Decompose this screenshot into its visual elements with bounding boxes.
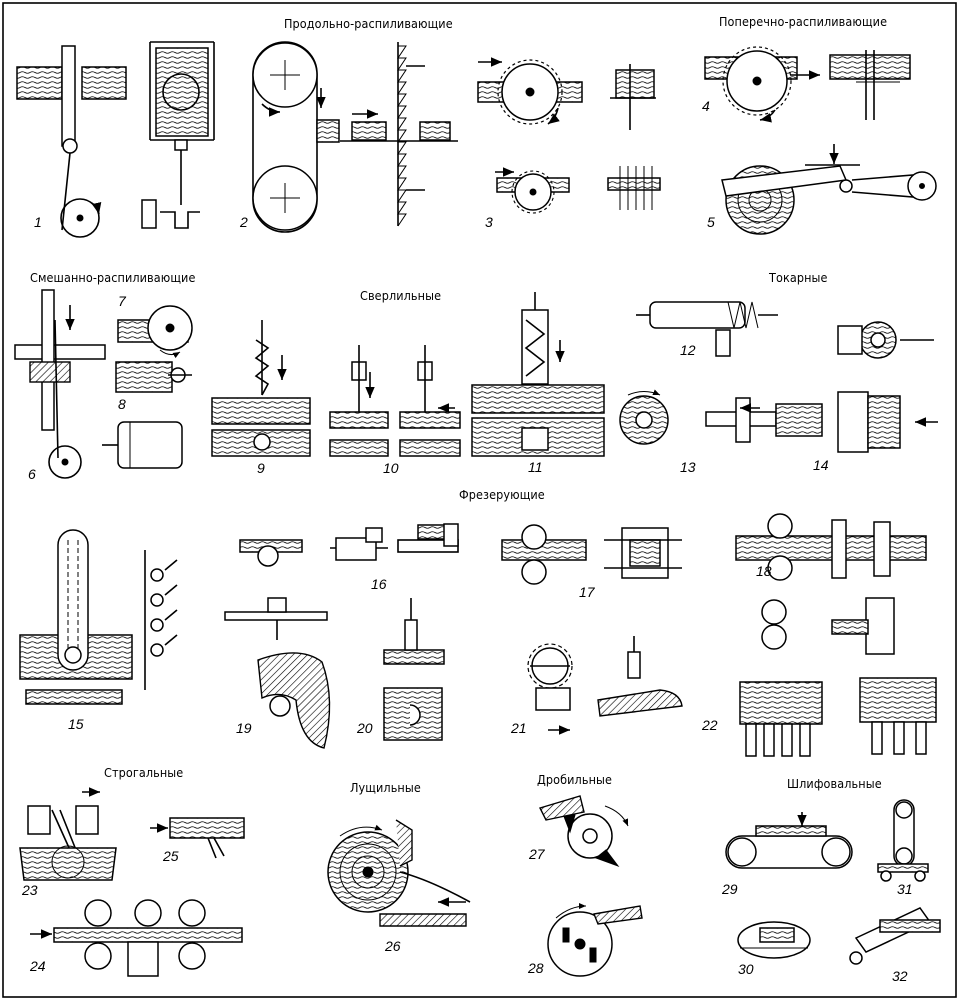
scheme-6-mixed-saw — [14, 289, 106, 479]
scheme-22-tenon-milling — [739, 677, 937, 757]
scheme-number-23: 23 — [22, 882, 38, 898]
title-turning: Токарные — [769, 270, 828, 285]
scheme-3b-saw-section — [607, 64, 661, 210]
scheme-number-22: 22 — [702, 717, 718, 733]
scheme-number-12: 12 — [680, 342, 696, 358]
scheme-17-thickness-milling — [501, 524, 682, 585]
scheme-number-21: 21 — [511, 720, 527, 736]
scheme-number-27: 27 — [529, 846, 545, 862]
scheme-1-frame-saw — [16, 45, 127, 238]
scheme-number-16: 16 — [371, 576, 387, 592]
scheme-25-knife-planer — [150, 817, 245, 859]
scheme-27-crusher — [539, 795, 629, 868]
scheme-number-30: 30 — [738, 961, 754, 977]
scheme-28-disc-chipper — [547, 903, 643, 977]
scheme-number-31: 31 — [897, 881, 913, 897]
title-rip-sawing: Продольно-распиливающие — [284, 16, 453, 31]
scheme-number-7: 7 — [118, 293, 126, 309]
scheme-2b-band-saw-blade — [397, 42, 425, 227]
scheme-number-9: 9 — [257, 460, 265, 476]
scheme-number-1: 1 — [34, 214, 42, 230]
scheme-number-2: 2 — [240, 214, 248, 230]
title-cross-sawing: Поперечно-распиливающие — [719, 14, 888, 29]
scheme-16-milling — [224, 523, 459, 640]
title-planing: Строгальные — [104, 765, 184, 780]
scheme-number-8: 8 — [118, 396, 126, 412]
scheme-4-cross-cut-saw — [704, 46, 911, 123]
scheme-number-6: 6 — [28, 466, 36, 482]
scheme-number-15: 15 — [68, 716, 84, 732]
scheme-29-belt-sander — [725, 812, 853, 869]
scheme-number-10: 10 — [383, 460, 399, 476]
scheme-18-four-side-milling — [735, 513, 927, 655]
scheme-32-drum-sander — [849, 907, 941, 965]
scheme-8-mixed-saw-cylindrical — [102, 361, 192, 469]
scheme-13-turning-rotary — [619, 389, 823, 445]
scheme-19-copy-milling — [257, 652, 331, 749]
scheme-number-24: 24 — [30, 958, 46, 974]
scheme-number-20: 20 — [357, 720, 373, 736]
scheme-number-29: 29 — [722, 881, 738, 897]
scheme-30-disc-sander — [737, 921, 811, 959]
scheme-number-14: 14 — [813, 457, 829, 473]
scheme-7-mixed-saw-circular — [117, 305, 193, 359]
scheme-11-hollow-chisel — [471, 292, 605, 457]
scheme-number-25: 25 — [163, 848, 179, 864]
scheme-number-13: 13 — [680, 459, 696, 475]
scheme-number-4: 4 — [702, 98, 710, 114]
scheme-26-peeling — [327, 819, 471, 927]
scheme-10-drilling-chisel — [329, 345, 461, 457]
scheme-number-26: 26 — [385, 938, 401, 954]
scheme-24-planer-feed — [30, 899, 243, 977]
scheme-20-slot-milling — [383, 598, 445, 741]
title-drilling: Сверлильные — [360, 288, 442, 303]
title-crushing: Дробильные — [537, 772, 613, 787]
scheme-9-drilling — [211, 320, 311, 457]
scheme-15-chain-mortiser — [19, 529, 178, 705]
scheme-number-19: 19 — [236, 720, 252, 736]
title-grinding: Шлифовальные — [787, 776, 882, 791]
scheme-number-11: 11 — [528, 459, 543, 475]
scheme-number-32: 32 — [892, 968, 908, 984]
title-milling: Фрезерующие — [459, 487, 545, 502]
scheme-number-3: 3 — [485, 214, 493, 230]
scheme-number-18: 18 — [756, 563, 772, 579]
scheme-2-band-saw — [252, 41, 458, 233]
scheme-1b-frame-saw-front — [141, 41, 215, 229]
scheme-number-28: 28 — [528, 960, 544, 976]
title-mixed-sawing: Смешанно-распиливающие — [30, 270, 196, 285]
scheme-5-log-crosscut — [721, 144, 937, 235]
scheme-31-wide-belt-sander — [877, 799, 929, 882]
scheme-number-5: 5 — [707, 214, 715, 230]
scheme-23-planer — [19, 787, 117, 881]
scheme-21-profile-milling — [527, 636, 683, 735]
title-peeling: Лущильные — [350, 780, 421, 795]
scheme-12-turning-lathe — [636, 301, 778, 357]
scheme-number-17: 17 — [579, 584, 595, 600]
scheme-3-circular-rip-saw — [477, 57, 583, 214]
scheme-14-turning-profile — [837, 321, 938, 453]
